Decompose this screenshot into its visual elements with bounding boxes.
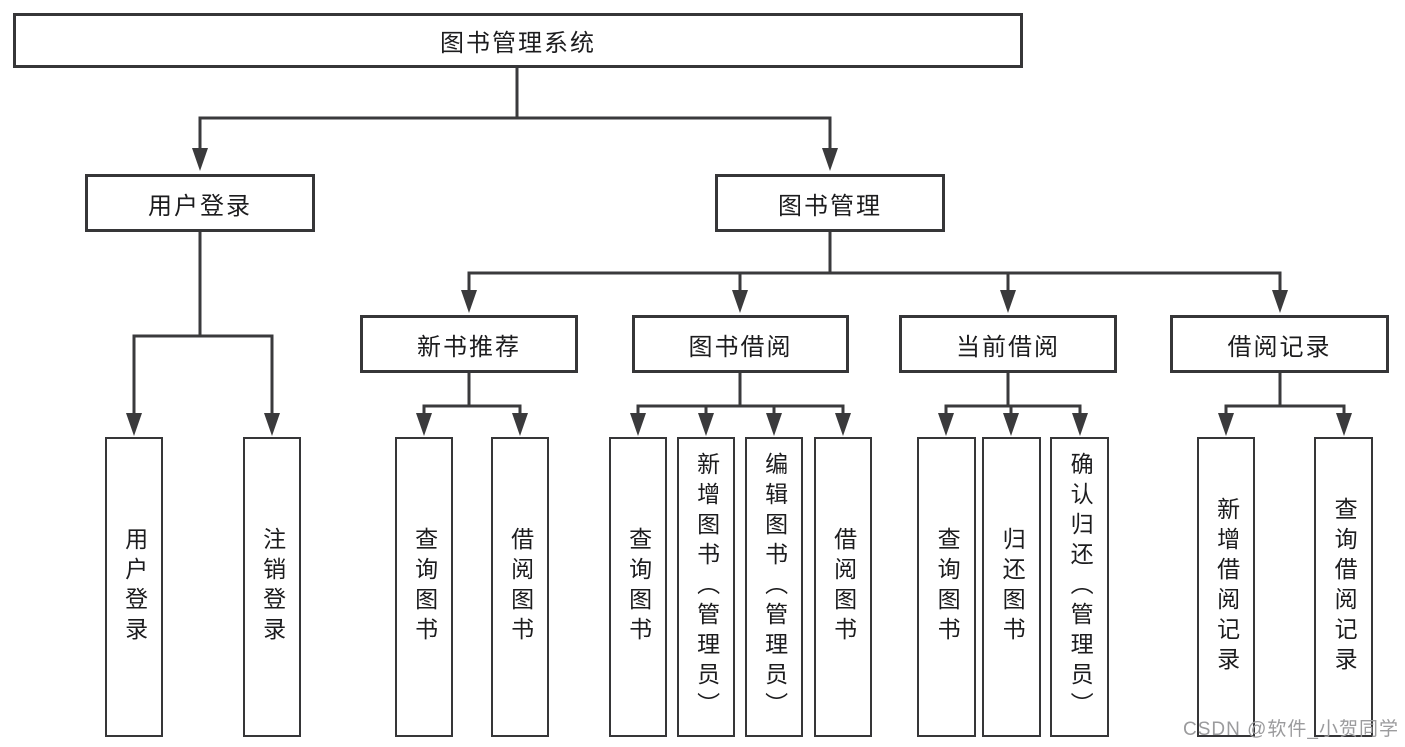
node-book-mgmt-label: 图书管理: [778, 192, 882, 220]
node-book-borrow-label: 图书借阅: [688, 333, 793, 361]
leaf-borrow-book-a-label: 借阅图书: [507, 527, 534, 647]
leaf-return-book: 归还图书: [982, 437, 1041, 737]
leaf-logout: 注销登录: [243, 437, 301, 737]
arrowhead: [1003, 413, 1019, 436]
connector-book-borrow-children: [630, 371, 851, 436]
arrowhead: [1218, 413, 1234, 436]
connector-root-to-level1: [192, 66, 838, 171]
arrowhead: [512, 413, 528, 436]
arrowhead: [192, 148, 208, 171]
leaf-query-book-c: 查询图书: [917, 437, 976, 737]
leaf-query-record-label: 查询借阅记录: [1331, 497, 1358, 677]
leaf-query-book-b: 查询图书: [609, 437, 667, 737]
connector-book-mgmt-children: [461, 230, 1288, 313]
arrowhead: [1272, 290, 1288, 313]
leaf-confirm-return: 确认归还（管理员）: [1050, 437, 1109, 737]
leaf-user-login: 用户登录: [105, 437, 163, 737]
node-user-login: 用户登录: [85, 174, 315, 232]
leaf-logout-label: 注销登录: [259, 527, 286, 647]
leaf-borrow-book-b-label: 借阅图书: [830, 527, 857, 647]
arrowhead: [835, 413, 851, 436]
leaf-query-book-c-label: 查询图书: [934, 527, 961, 647]
node-root-label: 图书管理系统: [440, 30, 596, 57]
leaf-add-record: 新增借阅记录: [1197, 437, 1255, 737]
arrowhead: [698, 413, 714, 436]
connector-current-borrow-children: [938, 371, 1088, 436]
node-current-borrow: 当前借阅: [899, 315, 1117, 373]
watermark: CSDN @软件_小贺同学: [1183, 719, 1399, 740]
arrowhead: [461, 290, 477, 313]
node-book-borrow: 图书借阅: [632, 315, 849, 373]
arrowhead: [1072, 413, 1088, 436]
arrowhead: [1336, 413, 1352, 436]
leaf-add-book: 新增图书（管理员）: [677, 437, 735, 737]
node-current-borrow-label: 当前借阅: [956, 333, 1060, 361]
leaf-user-login-label: 用户登录: [121, 527, 148, 647]
arrowhead: [766, 413, 782, 436]
leaf-query-book-b-label: 查询图书: [625, 527, 652, 647]
leaf-add-book-label: 新增图书（管理员）: [693, 452, 720, 722]
node-new-book-rec: 新书推荐: [360, 315, 578, 373]
arrowhead: [630, 413, 646, 436]
arrowhead: [822, 148, 838, 171]
leaf-edit-book: 编辑图书（管理员）: [745, 437, 803, 737]
leaf-query-book-a: 查询图书: [395, 437, 453, 737]
leaf-borrow-book-b: 借阅图书: [814, 437, 872, 737]
node-new-book-rec-label: 新书推荐: [417, 333, 521, 361]
leaf-query-book-a-label: 查询图书: [411, 527, 438, 647]
arrowhead: [264, 413, 280, 436]
connector-new-book-rec-children: [416, 371, 528, 436]
leaf-confirm-return-label: 确认归还（管理员）: [1067, 452, 1094, 722]
arrowhead: [732, 290, 748, 313]
arrowhead: [416, 413, 432, 436]
node-root: 图书管理系统: [13, 13, 1023, 68]
arrowhead: [126, 413, 142, 436]
node-borrow-records-label: 借阅记录: [1227, 333, 1332, 361]
node-borrow-records: 借阅记录: [1170, 315, 1389, 373]
leaf-borrow-book-a: 借阅图书: [491, 437, 549, 737]
leaf-edit-book-label: 编辑图书（管理员）: [761, 452, 788, 722]
node-user-login-label: 用户登录: [148, 192, 252, 220]
connector-borrow-records-children: [1218, 371, 1352, 436]
leaf-return-book-label: 归还图书: [999, 527, 1026, 647]
leaf-query-record: 查询借阅记录: [1314, 437, 1373, 737]
leaf-add-record-label: 新增借阅记录: [1213, 497, 1240, 677]
arrowhead: [1000, 290, 1016, 313]
arrowhead: [938, 413, 954, 436]
node-book-mgmt: 图书管理: [715, 174, 945, 232]
connector-user-login-children: [126, 230, 280, 436]
